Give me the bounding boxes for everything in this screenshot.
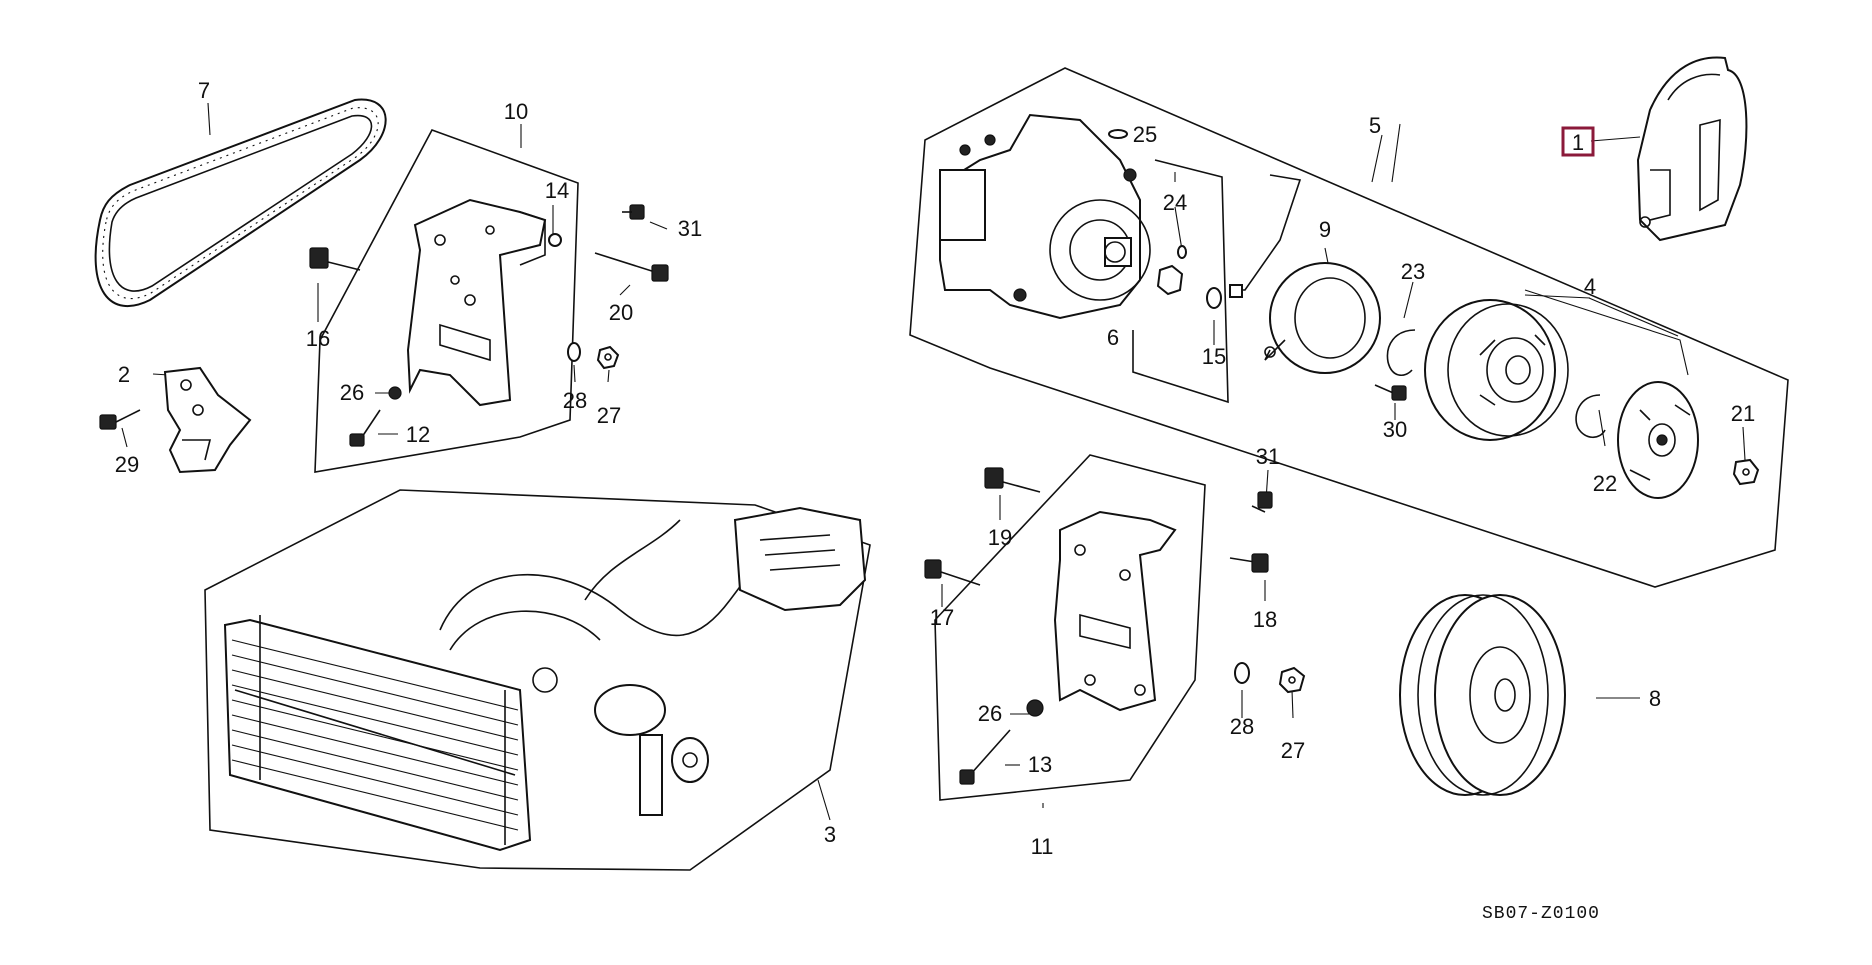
outline-subgroup-6: [1132, 159, 1229, 404]
callout-11[interactable]: 11: [1031, 834, 1054, 859]
v-belt-part-7: [94, 98, 387, 307]
callout-9[interactable]: 9: [1319, 217, 1331, 242]
callout-17[interactable]: 17: [930, 605, 954, 630]
callout-31-upper[interactable]: 31: [678, 216, 702, 241]
bracket-part-10: [406, 198, 547, 407]
bolt-part-30: [1374, 384, 1407, 401]
callout-5[interactable]: 5: [1369, 113, 1381, 138]
callout-14[interactable]: 14: [545, 178, 569, 203]
callout-19[interactable]: 19: [988, 525, 1012, 550]
outline-bracket-group-10: [314, 129, 579, 473]
shim-part-15: [1206, 287, 1222, 309]
callout-31-lower[interactable]: 31: [1256, 444, 1280, 469]
nut-part-26-lower: [1026, 699, 1044, 717]
washer-part-28-lower: [1234, 662, 1250, 684]
diagram-code: SB07-Z0100: [1482, 904, 1600, 924]
callout-4[interactable]: 4: [1584, 274, 1596, 299]
key-part-25: [1108, 129, 1128, 139]
callout-29[interactable]: 29: [115, 452, 139, 477]
bracket-part-11: [1053, 510, 1177, 712]
callout-27-upper[interactable]: 27: [597, 403, 621, 428]
callout-labels: 1 2 3 4 5 6 7 8 9 10 11 12 13 14 15 16 1…: [115, 78, 1755, 859]
callout-24[interactable]: 24: [1163, 190, 1187, 215]
bolt-part-31-lower: [1251, 491, 1273, 513]
nut-part-6: [1156, 264, 1184, 296]
nut-part-27-lower: [1278, 666, 1306, 694]
field-coil-part-9: [1229, 174, 1381, 374]
callout-26-upper[interactable]: 26: [340, 380, 364, 405]
snap-ring-part-22: [1575, 394, 1606, 439]
bracket-part-2: [163, 366, 252, 474]
callout-13[interactable]: 13: [1028, 752, 1052, 777]
bolt-part-13: [959, 729, 1011, 785]
belt-cover-part-1: [1636, 56, 1748, 242]
outline-compressor-group-5: [909, 67, 1789, 588]
condenser-part-3: [223, 506, 867, 852]
nut-part-26-upper: [388, 386, 402, 400]
callout-28-upper[interactable]: 28: [563, 388, 587, 413]
callout-22[interactable]: 22: [1593, 471, 1617, 496]
callout-27-lower[interactable]: 27: [1281, 738, 1305, 763]
callout-26-lower[interactable]: 26: [978, 701, 1002, 726]
part-1-highlight-box: [1561, 126, 1595, 157]
callout-18[interactable]: 18: [1253, 607, 1277, 632]
washer-part-14: [548, 233, 562, 247]
callout-16[interactable]: 16: [306, 326, 330, 351]
callout-21[interactable]: 21: [1731, 401, 1755, 426]
callout-6[interactable]: 6: [1107, 325, 1119, 350]
nut-part-27-upper: [596, 345, 620, 370]
callout-10[interactable]: 10: [504, 99, 528, 124]
callout-3[interactable]: 3: [824, 822, 836, 847]
callout-25[interactable]: 25: [1133, 122, 1157, 147]
bolt-part-20: [594, 252, 669, 282]
callout-28-lower[interactable]: 28: [1230, 714, 1254, 739]
pulley-part-8: [1399, 594, 1566, 796]
compressor-part-5: [939, 113, 1151, 320]
pulley-part-4: [1424, 299, 1569, 441]
callout-30[interactable]: 30: [1383, 417, 1407, 442]
callout-15[interactable]: 15: [1202, 344, 1226, 369]
callout-2[interactable]: 2: [118, 362, 130, 387]
bolt-part-31-upper: [622, 204, 645, 220]
bolt-part-12: [349, 409, 381, 447]
bolt-part-18: [1229, 553, 1269, 573]
callout-8[interactable]: 8: [1649, 686, 1661, 711]
spacer-part-24: [1177, 245, 1187, 259]
callout-20[interactable]: 20: [609, 300, 633, 325]
callout-23[interactable]: 23: [1401, 259, 1425, 284]
bolt-part-29: [99, 409, 141, 430]
armature-plate-part-4b: [1617, 381, 1699, 499]
nut-part-21: [1732, 458, 1760, 486]
callout-12[interactable]: 12: [406, 422, 430, 447]
outline-bracket-group-11: [934, 454, 1206, 801]
callout-1[interactable]: 1: [1572, 130, 1584, 155]
bolt-part-19: [984, 467, 1041, 493]
bolt-part-17: [924, 559, 981, 586]
snap-ring-part-23: [1386, 329, 1416, 377]
bolt-part-16: [309, 247, 361, 271]
callout-7[interactable]: 7: [198, 78, 210, 103]
washer-part-28-upper: [567, 342, 581, 362]
outline-subgroup-4: [1524, 289, 1689, 376]
